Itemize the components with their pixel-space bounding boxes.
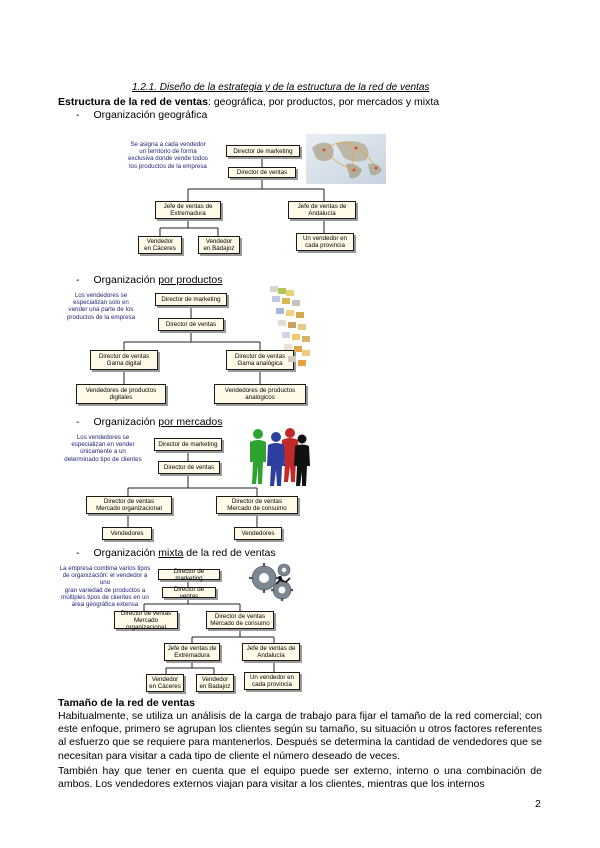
- merc-heading-underlined: por mercados: [158, 416, 223, 428]
- mixta-heading-rest: de la red de ventas: [183, 547, 276, 559]
- merc-box-sellers-org: Vendedores: [102, 527, 152, 540]
- dash: -: [76, 416, 80, 428]
- prod-box-sales-director: Director de ventas: [158, 318, 224, 331]
- mixta-note: La empresa combina varios tipos de organ…: [59, 565, 151, 609]
- prod-box-marketing-director: Director de marketing: [155, 293, 227, 306]
- prod-heading: - Organización por productos: [76, 274, 223, 286]
- mixta-box-caceres-seller: Vendedor en Cáceres: [146, 674, 184, 692]
- dash: -: [76, 109, 80, 121]
- merc-box-consumer-market-director: Director de ventas Mercado de consumo: [216, 496, 298, 514]
- merc-heading-text: Organización: [93, 416, 159, 428]
- prod-box-digital-director: Director de ventas Gama digital: [90, 350, 158, 370]
- merc-box-sales-director: Director de ventas: [158, 461, 220, 474]
- size-paragraph-2: También hay que tener en cuenta que el e…: [58, 765, 542, 791]
- merc-box-marketing-director: Director de marketing: [154, 438, 222, 451]
- prod-heading-text: Organización: [93, 274, 159, 286]
- size-paragraph-1: Habitualmente, se utiliza un análisis de…: [58, 710, 542, 762]
- structure-intro-bold: Estructura de la red de ventas: [58, 96, 208, 108]
- prod-heading-underlined: por productos: [158, 274, 223, 286]
- mixta-box-andalucia-manager: Jefe de ventas de Andalucía: [242, 643, 300, 661]
- size-heading: Tamaño de la red de ventas: [58, 697, 195, 709]
- geo-box-sales-director: Director de ventas: [228, 167, 296, 178]
- geo-box-province-seller: Un vendedor en cada provincia: [296, 233, 354, 251]
- geo-heading-text: Organización geográfica: [93, 109, 208, 121]
- geo-box-marketing-director: Director de marketing: [226, 145, 300, 157]
- geo-box-badajoz-seller: Vendedor en Badajoz: [198, 236, 240, 254]
- mixta-box-marketing-director: Director de marketing: [158, 568, 220, 582]
- structure-intro: Estructura de la red de ventas: geográfi…: [58, 96, 439, 109]
- merc-note: Los vendedores se especializan en vender…: [64, 434, 142, 463]
- mixta-box-badajoz-seller: Vendedor en Badajoz: [196, 674, 234, 692]
- section-title: 1.2.1. Diseño de la estrategia y de la e…: [132, 82, 430, 93]
- geo-heading: - Organización geográfica: [76, 109, 207, 121]
- world-map-image: [306, 134, 386, 184]
- mixta-box-consumer-market-director: Director de ventas Mercado de consumo: [206, 611, 274, 629]
- merc-box-org-market-director: Director de ventas Mercado organizaciona…: [86, 496, 172, 514]
- prod-box-digital-sellers: Vendedores de productos digitales: [76, 384, 166, 404]
- mixta-heading: - Organización mixta de la red de ventas: [76, 547, 276, 559]
- mixta-box-province-seller: Un vendedor en cada provincia: [244, 672, 300, 690]
- prod-note: Los vendedores se especializan solo en v…: [66, 292, 136, 321]
- gears-image: [249, 563, 293, 601]
- geo-box-extremadura-manager: Jefe de ventas de Extremadura: [155, 201, 221, 219]
- dash: -: [76, 274, 80, 286]
- mixta-box-org-market-director: Director de ventas Mercado organizaciona…: [114, 610, 178, 631]
- mixta-heading-underlined: mixta: [158, 547, 184, 559]
- page-number: 2: [535, 798, 541, 810]
- structure-intro-rest: : geográfica, por productos, por mercado…: [207, 96, 440, 108]
- mixta-box-extremadura-manager: Jefe de ventas de Extremadura: [164, 643, 220, 661]
- dash: -: [76, 547, 80, 559]
- geo-note: Se asigna a cada vendedor un territorio …: [128, 141, 208, 170]
- color-swatches-image: [270, 286, 310, 366]
- geo-box-caceres-seller: Vendedor en Cáceres: [138, 236, 182, 254]
- mixta-box-sales-director: Director de ventas: [162, 586, 216, 600]
- merc-heading: - Organización por mercados: [76, 416, 223, 428]
- prod-box-analog-sellers: Vendedores de productos analógicos: [214, 384, 306, 404]
- merc-box-sellers-consumer: Vendedores: [234, 527, 282, 540]
- geo-box-andalucia-manager: Jefe de ventas de Andalucía: [288, 201, 356, 219]
- people-group-image: [250, 428, 310, 486]
- prod-box-analog-director: Director de ventas Gama analógica: [226, 350, 294, 370]
- mixta-heading-text: Organización: [93, 547, 159, 559]
